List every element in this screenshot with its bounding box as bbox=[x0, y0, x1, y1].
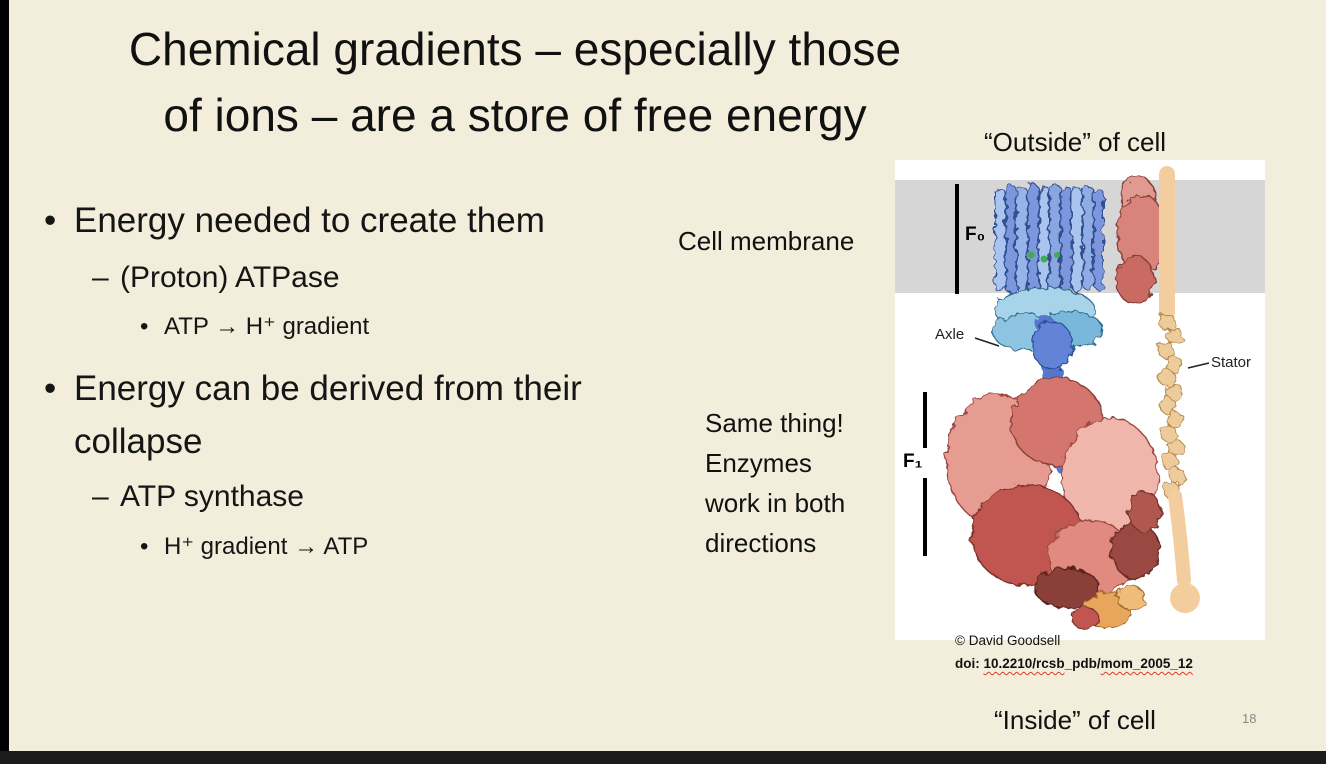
f1-bracket-bar-bottom bbox=[923, 478, 927, 556]
bullet-text: ATP → H⁺ gradient bbox=[164, 313, 370, 340]
outside-of-cell-label: “Outside” of cell bbox=[984, 127, 1167, 157]
bullet-item: • ATP → H⁺ gradient bbox=[140, 311, 369, 343]
stator-pointer-line bbox=[1187, 362, 1210, 369]
left-edge-bar bbox=[0, 0, 9, 764]
bullet-item: – ATP synthase bbox=[92, 477, 304, 517]
cell-membrane-label: Cell membrane bbox=[678, 226, 855, 256]
page-number: 18 bbox=[1242, 711, 1257, 726]
bottom-orange-subunit bbox=[1071, 585, 1146, 630]
bullet-text: H⁺ gradient → ATP bbox=[164, 533, 369, 560]
bullet-marker: • bbox=[140, 533, 149, 560]
inside-of-cell-label: “Inside” of cell bbox=[994, 705, 1156, 735]
doi-prefix: doi: bbox=[955, 656, 984, 671]
red-membrane-subunit bbox=[1115, 175, 1168, 305]
slide-title: Chemical gradients – especially those of… bbox=[55, 16, 975, 148]
doi-part-3: mom_2005_12 bbox=[1100, 656, 1193, 671]
f1-label: F₁ bbox=[903, 451, 923, 472]
bullet-marker: • bbox=[44, 201, 57, 240]
stator-bottom-rod bbox=[1168, 489, 1200, 613]
bullet-text: (Proton) ATPase bbox=[120, 261, 340, 294]
axle-pointer-line bbox=[974, 337, 1000, 347]
stator-bead-chain bbox=[1157, 313, 1186, 499]
doi-part-1: 10.2210/rcsb bbox=[983, 656, 1065, 671]
bullet-item: • H⁺ gradient → ATP bbox=[140, 531, 368, 563]
doi-part-2: _pdb/ bbox=[1064, 656, 1101, 671]
bullet-text: Energy can be derived from their collaps… bbox=[74, 369, 582, 461]
bullet-marker: • bbox=[44, 369, 57, 408]
stator-label: Stator bbox=[1211, 354, 1252, 371]
same-thing-note: Same thing! Enzymes work in both directi… bbox=[705, 408, 846, 558]
atp-synthase-illustration bbox=[895, 166, 1265, 630]
bullet-text: Energy needed to create them bbox=[74, 201, 545, 240]
bullet-marker: – bbox=[92, 261, 109, 294]
bullet-text: ATP synthase bbox=[120, 480, 304, 513]
bullet-marker: – bbox=[92, 480, 109, 513]
bottom-edge-bar bbox=[0, 751, 1326, 764]
bullet-item: • Energy can be derived from their colla… bbox=[44, 362, 594, 468]
f1-bracket-bar-top bbox=[923, 392, 927, 448]
bullet-item: – (Proton) ATPase bbox=[92, 258, 340, 298]
atp-synthase-figure: F₀ F₁ Axle Stator bbox=[895, 160, 1265, 640]
figure-credit: © David Goodsell bbox=[955, 633, 1061, 648]
bullet-item: • Energy needed to create them bbox=[44, 194, 545, 247]
bullet-marker: • bbox=[140, 313, 149, 340]
f1-head bbox=[945, 377, 1162, 609]
axle-label: Axle bbox=[935, 326, 965, 343]
green-lipid-dots bbox=[1027, 251, 1060, 263]
f0-bracket-bar bbox=[955, 184, 959, 294]
f0-label: F₀ bbox=[965, 224, 986, 245]
slide-title-line-1: Chemical gradients – especially those bbox=[128, 23, 902, 75]
stator-top-rod bbox=[1159, 166, 1175, 321]
slide-title-line-2: of ions – are a store of free energy bbox=[163, 89, 867, 141]
figure-doi: doi: 10.2210/rcsb_pdb/mom_2005_12 bbox=[955, 656, 1193, 671]
f0-c-ring bbox=[994, 183, 1104, 295]
